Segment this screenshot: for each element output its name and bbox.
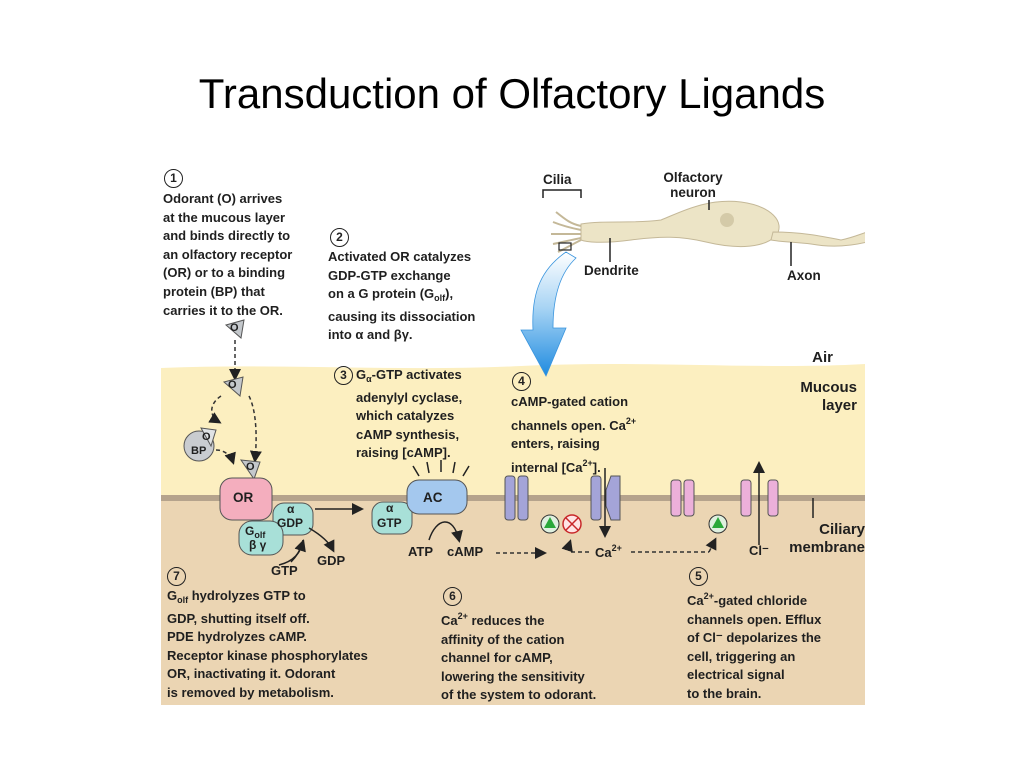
label-olfactory-neuron: Olfactory neuron	[663, 170, 723, 200]
step-number-1: 1	[164, 169, 183, 188]
label-o-bp: O	[202, 431, 211, 443]
slide-title: Transduction of Olfactory Ligands	[198, 70, 826, 117]
label-beta-gamma: β γ	[249, 538, 267, 552]
label-axon: Axon	[787, 268, 821, 283]
g-alpha-gdp	[272, 502, 314, 536]
label-cilia: Cilia	[543, 172, 572, 187]
label-alpha-1: α	[287, 502, 295, 516]
odorant-top	[224, 319, 245, 339]
chloride-channel-closed-right	[683, 479, 695, 517]
label-dendrite: Dendrite	[584, 263, 639, 278]
cilia-bracket	[542, 189, 582, 198]
odorant-bound	[239, 459, 261, 481]
cation-channel-closed-right	[517, 475, 529, 521]
label-ca2: Ca2+	[595, 543, 622, 560]
olfactory-receptor	[219, 477, 273, 521]
diagram-panel: Cilia Olfactory neuron Dendrite Axon Air…	[161, 150, 865, 705]
label-air: Air	[812, 349, 833, 366]
label-mucous-layer: Mucous layer	[800, 379, 857, 414]
label-g-olf: Golf	[245, 524, 266, 540]
label-bp: BP	[191, 445, 207, 457]
step-number-5: 5	[689, 567, 708, 586]
cation-channel-open-left	[590, 475, 602, 521]
label-gdp-out: GDP	[317, 553, 346, 568]
step-number-4: 4	[512, 372, 531, 391]
label-atp: ATP	[408, 544, 434, 559]
chloride-channel-closed-left	[670, 479, 682, 517]
chloride-channel-open-right	[767, 479, 779, 517]
label-cl: Cl⁻	[749, 543, 769, 558]
cation-channel-closed-left	[504, 475, 516, 521]
label-camp: cAMP	[447, 544, 484, 559]
step-number-6: 6	[443, 587, 462, 606]
step-4-text: cAMP-gated cation channels open. Ca2+ en…	[511, 394, 637, 475]
step-3-text: Gα-GTP activates adenylyl cyclase, which…	[356, 367, 463, 461]
zoom-arrow	[520, 251, 577, 377]
g-alpha-gtp	[371, 501, 413, 535]
step-7-text: Golf hydrolyzes GTP to GDP, shutting its…	[167, 588, 368, 700]
step-number-3: 3	[334, 366, 353, 385]
label-o-mid: O	[228, 379, 237, 391]
diagram-graphics	[161, 189, 865, 705]
step-6-text: Ca2+ reduces the affinity of the cation …	[441, 611, 597, 703]
label-ac: AC	[423, 490, 443, 505]
step-2-text: Activated OR catalyzes GDP-GTP exchange …	[328, 249, 476, 343]
odorant-mid	[222, 376, 244, 397]
chloride-channel-open-left	[740, 479, 752, 517]
step-1-text: Odorant (O) arrives at the mucous layer …	[163, 191, 293, 318]
step-5-text: Ca2+-gated chloride channels open. Efflu…	[687, 591, 822, 701]
label-gtp-in: GTP	[271, 563, 298, 578]
step-number-2: 2	[330, 228, 349, 247]
adenylyl-cyclase	[406, 479, 468, 515]
label-ciliary-membrane: Ciliary membrane	[789, 521, 865, 556]
zoom-box	[558, 242, 572, 251]
step-number-7: 7	[167, 567, 186, 586]
olfactory-neuron	[551, 200, 865, 253]
label-alpha-2: α	[386, 501, 394, 515]
label-o-top: O	[230, 322, 239, 334]
label-gdp-bound: GDP	[277, 516, 304, 530]
cation-channel-open-right	[605, 475, 621, 521]
g-beta-gamma	[238, 520, 284, 556]
label-gtp-bound: GTP	[377, 516, 402, 530]
label-or: OR	[233, 490, 254, 505]
label-o-bound: O	[246, 461, 255, 473]
